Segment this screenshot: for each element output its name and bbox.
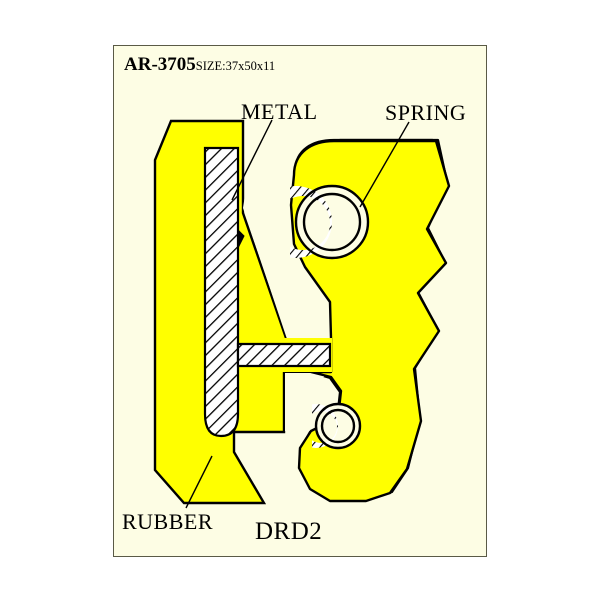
leader-spring xyxy=(359,121,410,208)
label-drawing-code: DRD2 xyxy=(255,518,323,545)
rubber-outline-group xyxy=(153,119,451,505)
rubber-silhouette-left xyxy=(153,119,332,505)
metal-leader-arrow xyxy=(237,228,245,249)
spring-small-outer-edge xyxy=(314,402,362,450)
leader-metal xyxy=(231,119,273,201)
spring-large-inner-edge xyxy=(302,192,362,252)
spring-small xyxy=(312,402,362,450)
lower-cavity-cut xyxy=(285,373,331,431)
leader-lines xyxy=(185,119,410,509)
leader-rubber xyxy=(185,455,213,509)
metal-horizontal-arm xyxy=(236,342,332,368)
label-rubber: RUBBER xyxy=(122,509,214,534)
part-code: AR-3705SIZE:37x50x11 xyxy=(124,54,275,76)
label-metal: METAL xyxy=(241,99,318,124)
spring-large-outer-edge xyxy=(294,184,370,260)
label-spring: SPRING xyxy=(385,100,467,125)
upper-cavity-cut xyxy=(243,167,331,339)
metal-vertical-bar xyxy=(203,146,240,438)
metal-insert xyxy=(203,146,332,438)
part-code-text: AR-3705 xyxy=(124,54,196,75)
spring-small-inner-edge xyxy=(320,408,356,444)
part-size-text: SIZE:37x50x11 xyxy=(195,59,276,73)
